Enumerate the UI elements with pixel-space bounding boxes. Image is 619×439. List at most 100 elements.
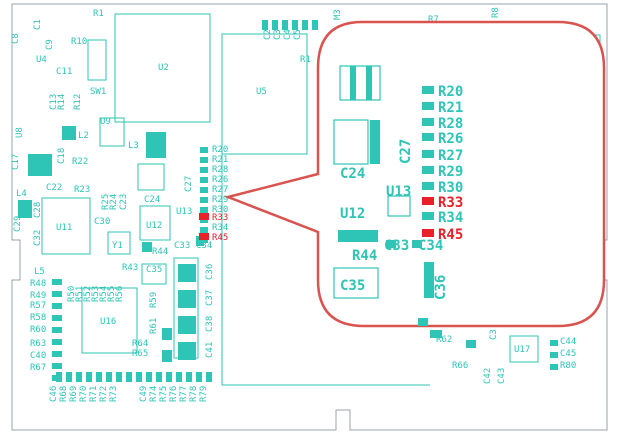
ic-body: [28, 154, 52, 176]
callout-pad-r26: [422, 133, 434, 141]
component-outlines: [41, 13, 601, 386]
ref-label-r29: R29: [212, 195, 228, 205]
callout-label-c34: C34: [418, 238, 443, 254]
resistor-pad: [146, 372, 152, 382]
u11-outline: [41, 197, 91, 255]
ref-label-u9: U9: [100, 117, 111, 127]
ref-label-r45: R45: [212, 233, 228, 243]
ref-label-r56: R56: [115, 286, 125, 302]
ref-label-c24: C24: [144, 195, 160, 205]
resistor-pad: [52, 351, 62, 357]
pad: [162, 328, 172, 340]
ref-label-c34: C34: [196, 241, 212, 251]
callout-pad-r29: [422, 166, 434, 174]
ref-label-c33: C33: [174, 241, 190, 251]
callout-c33-pad: [386, 240, 396, 248]
pad: [162, 350, 172, 362]
ref-label-c13: C13: [49, 94, 59, 110]
ref-label-c45: C45: [560, 349, 576, 359]
ref-label-m3: M3: [333, 9, 343, 20]
ref-label-u12: U12: [146, 221, 162, 231]
callout-pad-r27: [422, 150, 434, 158]
resistor-pad: [200, 167, 208, 173]
ref-label-r24: R24: [109, 194, 119, 210]
ref-label-c18: C18: [57, 148, 67, 164]
callout-label-u12: U12: [340, 206, 365, 222]
ref-label-r67: R67: [30, 363, 46, 373]
ref-label-c43: C43: [497, 368, 507, 384]
pad: [142, 242, 152, 252]
ref-label-c5: C5: [293, 29, 303, 40]
ref-label-r68: R68: [59, 386, 69, 402]
resistor-pad: [126, 372, 132, 382]
resistor-pad: [52, 363, 62, 369]
resistor-pad: [136, 372, 142, 382]
capacitor-pad: [282, 20, 288, 30]
capacitor-pad: [312, 20, 318, 30]
ref-label-r12: R12: [73, 94, 83, 110]
ref-label-r20: R20: [212, 145, 228, 155]
pad: [550, 340, 558, 346]
ref-label-c36: C36: [205, 264, 215, 280]
inductor-body: [178, 316, 196, 334]
ref-label-r8: R8: [491, 7, 501, 18]
ref-label-u4: U4: [36, 55, 47, 65]
highlight-pad-r45: [199, 233, 209, 240]
callout-label-c36: C36: [433, 275, 449, 300]
ref-label-r49: R49: [30, 291, 46, 301]
callout-label-r29: R29: [438, 164, 463, 180]
resistor-pad: [52, 279, 62, 285]
ref-label-r1: R1: [300, 55, 311, 65]
ref-label-c1: C1: [33, 19, 43, 30]
ref-label-u16: U16: [100, 317, 116, 327]
callout-u13-outline: [387, 195, 411, 217]
ref-label-c28: C28: [33, 202, 43, 218]
ref-label-r64: R64: [132, 339, 148, 349]
resistor-pad: [116, 372, 122, 382]
ref-label-c37: C37: [205, 290, 215, 306]
callout-pad-r45: [422, 229, 434, 237]
callout-c36-pad: [424, 262, 434, 298]
ref-label-c22: C22: [46, 183, 62, 193]
ref-label-sw1: SW1: [90, 87, 106, 97]
ic-body: [62, 126, 76, 140]
ref-label-r22: R22: [72, 157, 88, 167]
callout-r44-pad: [338, 230, 378, 242]
resistor-pad: [52, 327, 62, 333]
ref-label-c8: C8: [11, 33, 21, 44]
callout-label-r34: R34: [438, 210, 463, 226]
ref-label-r57: R57: [30, 301, 46, 311]
resistor-pad: [200, 197, 208, 203]
ref-label-c23: C23: [119, 194, 129, 210]
resistor-pad: [166, 372, 172, 382]
ref-label-l3: L3: [128, 141, 139, 151]
ref-label-r62: R62: [436, 335, 452, 345]
ref-label-u13: U13: [176, 207, 192, 217]
ref-label-c38: C38: [205, 316, 215, 332]
ref-label-c42: C42: [483, 368, 493, 384]
ref-label-u17: U17: [514, 345, 530, 355]
ref-label-c32: C32: [33, 230, 43, 246]
ref-label-y1: Y1: [112, 241, 123, 251]
capacitor-pad: [302, 20, 308, 30]
ref-label-r65: R65: [132, 349, 148, 359]
inductor-body: [178, 264, 196, 282]
ref-label-r51: R51: [75, 286, 85, 302]
ref-label-r30: R30: [212, 205, 228, 215]
callout-pad: [418, 318, 428, 326]
ref-label-c3: C3: [273, 29, 283, 40]
callout-label-r27: R27: [438, 148, 463, 164]
ref-label-r79: R79: [199, 386, 209, 402]
resistor-pad: [56, 372, 62, 382]
ref-label-r1: R1: [93, 9, 104, 19]
callout-bubble: [223, 20, 606, 328]
u17-outline: [509, 335, 539, 363]
ref-label-r27: R27: [212, 185, 228, 195]
callout-pad-r30: [422, 182, 434, 190]
ref-label-u5: U5: [256, 87, 267, 97]
resistor-pad: [200, 147, 208, 153]
ref-label-c4: C4: [283, 29, 293, 40]
resistor-pad: [206, 372, 212, 382]
callout-label-u13: U13: [386, 184, 411, 200]
